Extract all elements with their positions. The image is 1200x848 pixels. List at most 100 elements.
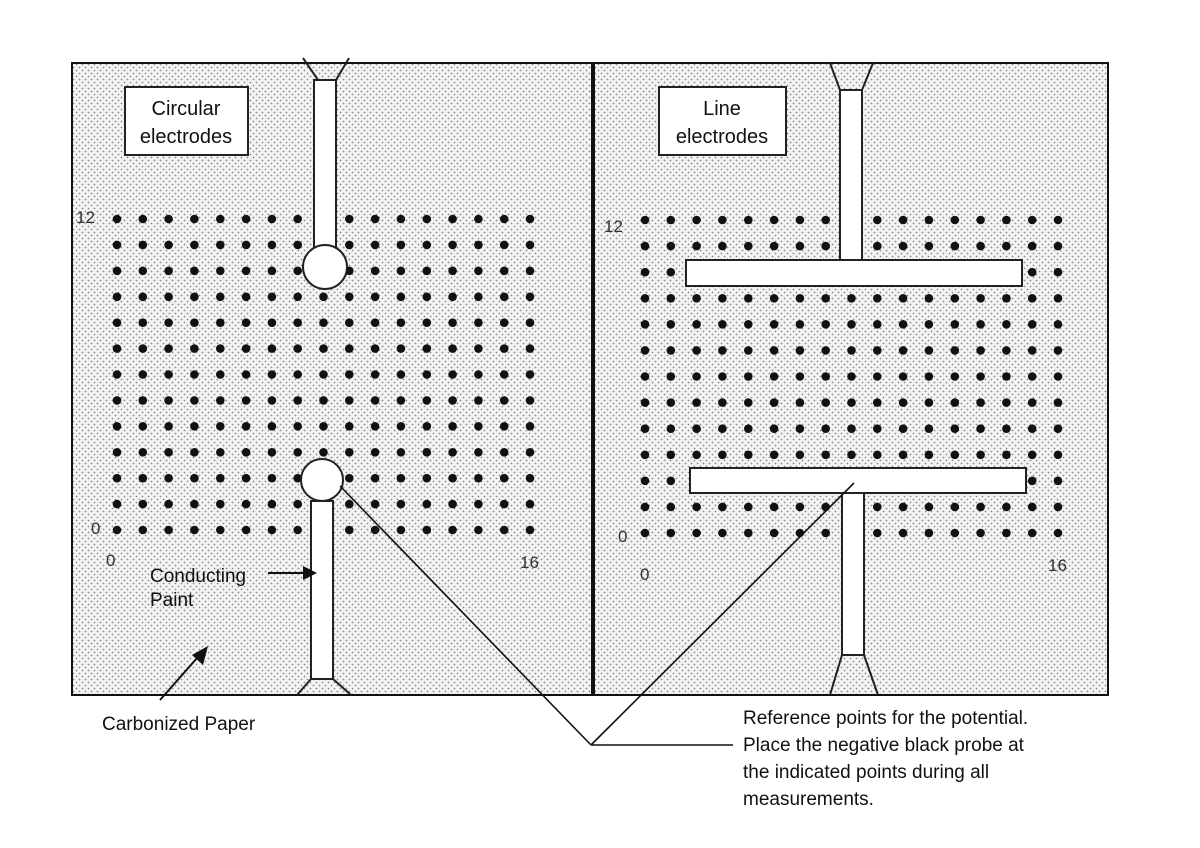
right-grid-dot (847, 320, 856, 329)
right-grid-dot (898, 528, 908, 538)
right-grid-dot (640, 267, 650, 277)
left-grid-dot (474, 370, 483, 379)
left-grid-dot (293, 214, 303, 224)
left-label-16: 16 (520, 553, 539, 572)
left-grid-dot (216, 448, 225, 457)
left-grid-dot (138, 240, 148, 250)
left-grid-dot (448, 499, 457, 509)
left-grid-dot (267, 448, 277, 457)
left-grid-dot (216, 473, 225, 483)
left-grid-dot (422, 266, 432, 276)
left-grid-dot (370, 525, 380, 535)
right-grid-dot (1002, 320, 1011, 329)
left-grid-dot (267, 370, 277, 379)
left-grid-dot (396, 370, 406, 379)
right-grid-dot (692, 372, 701, 381)
right-grid-dot (640, 215, 650, 225)
left-top-circular-electrode (302, 244, 348, 290)
right-title-line1: Line (703, 98, 741, 120)
right-grid-dot (873, 424, 882, 434)
left-top-paint-strip (313, 79, 337, 256)
right-grid-dot (666, 450, 676, 460)
right-grid-dot (950, 502, 960, 512)
right-grid-dot (924, 450, 934, 460)
right-grid-dot (718, 528, 727, 538)
right-top-paint-strip (839, 89, 863, 261)
right-grid-dot (769, 241, 779, 251)
right-grid-dot (769, 450, 779, 460)
left-grid-dot (396, 448, 406, 457)
left-grid-dot (138, 396, 148, 405)
left-grid-dot (216, 214, 225, 224)
right-grid-dot (924, 346, 934, 355)
right-grid-dot (1002, 528, 1011, 538)
left-grid-dot (216, 499, 225, 509)
right-grid-dot (718, 215, 727, 225)
left-grid-dot (267, 422, 277, 431)
left-grid-dot (448, 370, 457, 379)
left-label-origin: 0 (106, 551, 115, 570)
left-grid-dot (319, 344, 328, 353)
right-bottom-line-electrode (689, 467, 1027, 494)
left-title-line1: Circular (152, 98, 221, 120)
left-bottom-paint-strip (310, 500, 334, 680)
left-grid-dot (241, 396, 251, 405)
left-grid-dot (112, 214, 122, 224)
right-grid-dot (924, 528, 934, 538)
right-grid-dot (1053, 424, 1063, 434)
left-dot-grid (112, 214, 535, 535)
right-grid-dot (744, 398, 753, 407)
left-grid-dot (112, 240, 122, 250)
left-grid-dot (396, 396, 406, 405)
right-grid-dot (795, 320, 805, 329)
right-grid-dot (1002, 398, 1011, 407)
left-grid-dot (474, 499, 483, 509)
left-grid-dot (499, 240, 509, 250)
right-grid-dot (898, 320, 908, 329)
right-grid-dot (769, 346, 779, 355)
right-grid-dot (924, 215, 934, 225)
left-grid-dot (138, 266, 148, 276)
left-grid-dot (345, 525, 354, 535)
left-grid-dot (370, 396, 380, 405)
left-grid-dot (241, 499, 251, 509)
left-grid-dot (267, 396, 277, 405)
left-grid-dot (190, 499, 199, 509)
right-grid-dot (924, 502, 934, 512)
left-grid-dot (396, 266, 406, 276)
left-grid-dot (448, 396, 457, 405)
left-title-box (124, 86, 249, 156)
right-grid-dot (744, 215, 753, 225)
left-grid-dot (216, 370, 225, 379)
left-grid-dot (448, 266, 457, 276)
left-grid-dot (499, 473, 509, 483)
left-grid-dot (474, 292, 483, 302)
left-grid-dot (525, 499, 535, 509)
right-grid-dot (873, 398, 882, 407)
right-grid-dot (640, 294, 650, 303)
left-grid-dot (422, 448, 432, 457)
right-grid-dot (873, 372, 882, 381)
right-grid-dot (1053, 450, 1063, 460)
right-grid-dot (1053, 502, 1063, 512)
right-grid-dot (718, 294, 727, 303)
left-grid-dot (422, 292, 432, 302)
right-grid-dot (640, 424, 650, 434)
right-grid-dot (666, 398, 676, 407)
left-grid-dot (293, 396, 303, 405)
left-grid-dot (267, 525, 277, 535)
right-grid-dot (976, 320, 985, 329)
left-grid-dot (293, 422, 303, 431)
left-grid-dot (138, 473, 148, 483)
left-grid-dot (216, 318, 225, 328)
right-grid-dot (1053, 528, 1063, 538)
right-grid-dot (769, 294, 779, 303)
left-grid-dot (448, 422, 457, 431)
left-grid-dot (448, 214, 457, 224)
left-grid-dot (216, 422, 225, 431)
left-grid-dot (293, 370, 303, 379)
left-grid-dot (370, 292, 380, 302)
left-grid-dot (345, 292, 354, 302)
left-grid-dot (422, 344, 432, 353)
left-grid-dot (241, 473, 251, 483)
